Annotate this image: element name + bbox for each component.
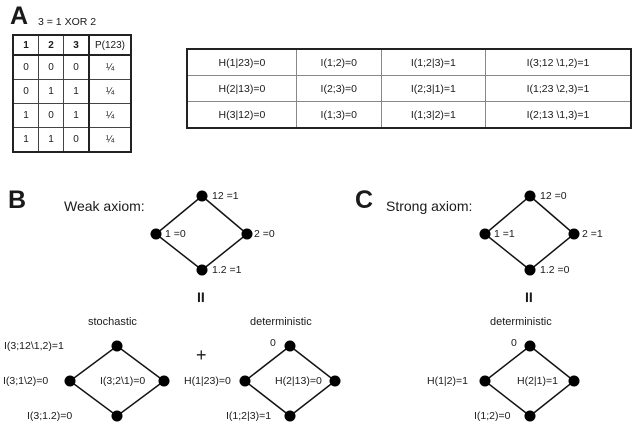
- panel-label-a: A: [10, 2, 29, 30]
- truth-table-header-row: 1 2 3 P(123): [12, 34, 132, 56]
- node-weak-top: [196, 190, 208, 202]
- strong-equals-sign: II: [525, 289, 533, 305]
- plus-sign: +: [196, 345, 207, 365]
- table-cell: I(1;3|2)=1: [380, 101, 487, 129]
- node-strong-det-right: [568, 375, 580, 387]
- strong-left-label: 1 =1: [494, 228, 515, 240]
- node-stochastic-top: [111, 340, 123, 352]
- node-weak-det-bottom: [284, 410, 296, 422]
- table-cell: 1: [12, 103, 39, 128]
- strong-axiom-title: Strong axiom:: [386, 198, 473, 214]
- table-cell: ¼: [88, 54, 132, 80]
- weak-bottom-label: 1.2 =1: [212, 264, 242, 276]
- stochastic-top-label: I(3;12\1,2)=1: [4, 340, 64, 352]
- panel-label-c: C: [355, 186, 374, 214]
- table-cell: 0: [12, 79, 39, 104]
- header-cell: P(123): [88, 34, 132, 56]
- weak-equals-sign: II: [197, 289, 205, 305]
- strong-det-left-label: H(1|2)=1: [427, 375, 468, 387]
- table-cell: I(2;3|1)=1: [380, 75, 487, 102]
- table-cell: 1: [38, 127, 64, 153]
- weak-det-bottom-label: I(1;2|3)=1: [226, 410, 272, 422]
- table-cell: H(2|13)=0: [186, 75, 297, 102]
- table-row: 1 0 1 ¼: [12, 103, 132, 128]
- strong-deterministic-title: deterministic: [490, 316, 552, 328]
- weak-left-label: 1 =0: [165, 228, 186, 240]
- stochastic-left-label: I(3;1\2)=0: [3, 375, 49, 387]
- node-strong-top: [524, 190, 536, 202]
- strong-det-right-label: H(2|1)=1: [517, 375, 558, 387]
- table-cell: I(1;23 \2,3)=1: [485, 75, 632, 102]
- table-cell: ¼: [88, 79, 132, 104]
- table-cell: ¼: [88, 103, 132, 128]
- node-strong-det-bottom: [524, 410, 536, 422]
- strong-top-label: 12 =0: [540, 190, 567, 202]
- table-cell: H(3|12)=0: [186, 101, 297, 129]
- information-table: H(1|23)=0 I(1;2)=0 I(1;2|3)=1 I(3;12 \1,…: [186, 48, 632, 129]
- weak-deterministic-title: deterministic: [250, 316, 312, 328]
- stochastic-right-label: I(3;2\1)=0: [100, 375, 146, 387]
- weak-det-left-label: H(1|23)=0: [184, 375, 231, 387]
- node-stochastic-bottom: [111, 410, 123, 422]
- table-cell: 0: [63, 127, 90, 153]
- table-cell: I(2;13 \1,3)=1: [485, 101, 632, 129]
- weak-right-label: 2 =0: [254, 228, 275, 240]
- truth-table: 1 2 3 P(123) 0 0 0 ¼ 0 1 1 ¼ 1 0 1 ¼ 1 1…: [12, 34, 132, 153]
- table-row: 1 1 0 ¼: [12, 127, 132, 153]
- table-row: H(3|12)=0 I(1;3)=0 I(1;3|2)=1 I(2;13 \1,…: [186, 101, 632, 129]
- strong-right-label: 2 =1: [582, 228, 603, 240]
- truth-table-title: 3 = 1 XOR 2: [38, 16, 97, 28]
- table-cell: ¼: [88, 127, 132, 153]
- weak-axiom-title: Weak axiom:: [64, 198, 145, 214]
- header-cell: 3: [63, 34, 90, 56]
- node-strong-det-top: [524, 340, 536, 352]
- stochastic-title: stochastic: [88, 316, 137, 328]
- weak-det-top-label: 0: [270, 337, 276, 349]
- table-row: H(2|13)=0 I(2;3)=0 I(2;3|1)=1 I(1;23 \2,…: [186, 75, 632, 102]
- table-cell: 0: [38, 54, 64, 80]
- node-strong-bottom: [524, 264, 536, 276]
- table-cell: I(1;2|3)=1: [380, 48, 487, 76]
- node-strong-left: [479, 228, 491, 240]
- node-weak-det-top: [284, 340, 296, 352]
- node-weak-det-left: [239, 375, 251, 387]
- node-weak-det-right: [329, 375, 341, 387]
- node-weak-bottom: [196, 264, 208, 276]
- node-strong-det-left: [479, 375, 491, 387]
- stochastic-bottom-label: I(3;1.2)=0: [27, 410, 73, 422]
- weak-det-right-label: H(2|13)=0: [275, 375, 322, 387]
- table-cell: 0: [38, 103, 64, 128]
- weak-top-label: 12 =1: [212, 190, 239, 202]
- panel-label-b: B: [8, 186, 27, 214]
- table-cell: I(1;2)=0: [295, 48, 382, 76]
- node-weak-right: [241, 228, 253, 240]
- node-strong-right: [568, 228, 580, 240]
- strong-bottom-label: 1.2 =0: [540, 264, 570, 276]
- header-cell: 2: [38, 34, 64, 56]
- table-row: H(1|23)=0 I(1;2)=0 I(1;2|3)=1 I(3;12 \1,…: [186, 48, 632, 76]
- strong-det-bottom-label: I(1;2)=0: [474, 410, 511, 422]
- node-weak-left: [150, 228, 162, 240]
- node-stochastic-left: [64, 375, 76, 387]
- node-stochastic-right: [158, 375, 170, 387]
- table-cell: I(3;12 \1,2)=1: [485, 48, 632, 76]
- strong-det-top-label: 0: [511, 337, 517, 349]
